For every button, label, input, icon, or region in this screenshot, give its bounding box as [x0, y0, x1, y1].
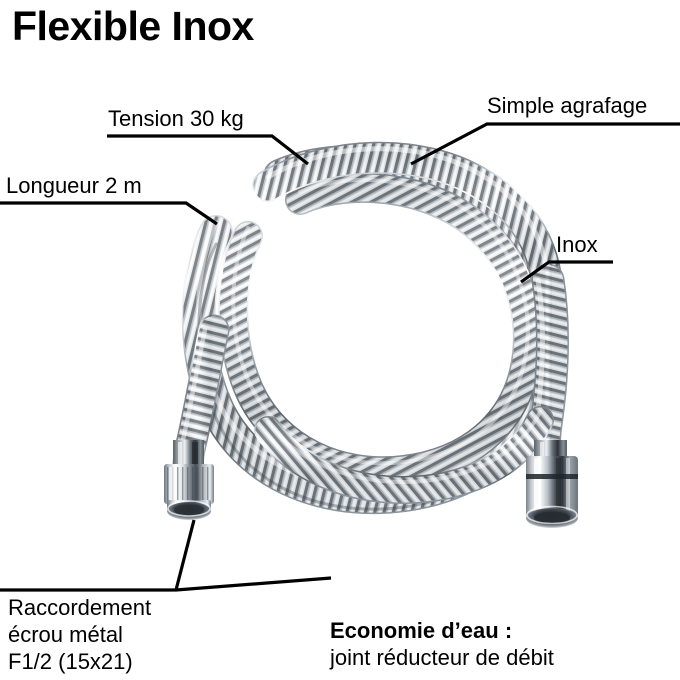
economie-eau-detail: joint réducteur de débit [330, 645, 554, 670]
left-connector-nut [164, 440, 214, 520]
raccordement-line-2: écrou métal [8, 622, 123, 647]
page-title: Flexible Inox [12, 3, 254, 49]
hose-right-descending-strand [527, 263, 569, 503]
hose-lower-inner-strand [254, 406, 554, 504]
bottom-note-raccordement: Raccordement écrou métal F1/2 (15x21) [8, 594, 151, 675]
bottom-note-economie-eau: Economie d’eau : joint réducteur de débi… [330, 617, 554, 671]
callout-label-tension: Tension 30 kg [108, 106, 244, 131]
hose-top-strand [252, 141, 562, 292]
leader-raccordement-base [0, 576, 332, 592]
hose-outer-coil [181, 144, 567, 515]
leader-raccordement-riser [174, 519, 196, 591]
callout-label-longueur: Longueur 2 m [6, 173, 142, 198]
hose-left-descending-strand [172, 314, 230, 484]
callout-label-inox: Inox [556, 232, 598, 257]
leader-longueur [0, 201, 218, 226]
callout-label-simple-agrafage: Simple agrafage [487, 93, 648, 118]
economie-eau-heading: Economie d’eau : [330, 618, 513, 643]
raccordement-line-3: F1/2 (15x21) [8, 649, 133, 674]
hose-inner-coil [218, 172, 543, 487]
leader-simple-agrafage [410, 122, 680, 166]
leader-inox [520, 260, 613, 284]
raccordement-line-1: Raccordement [8, 595, 152, 620]
right-connector-nut [526, 440, 578, 528]
leader-tension [107, 134, 309, 166]
